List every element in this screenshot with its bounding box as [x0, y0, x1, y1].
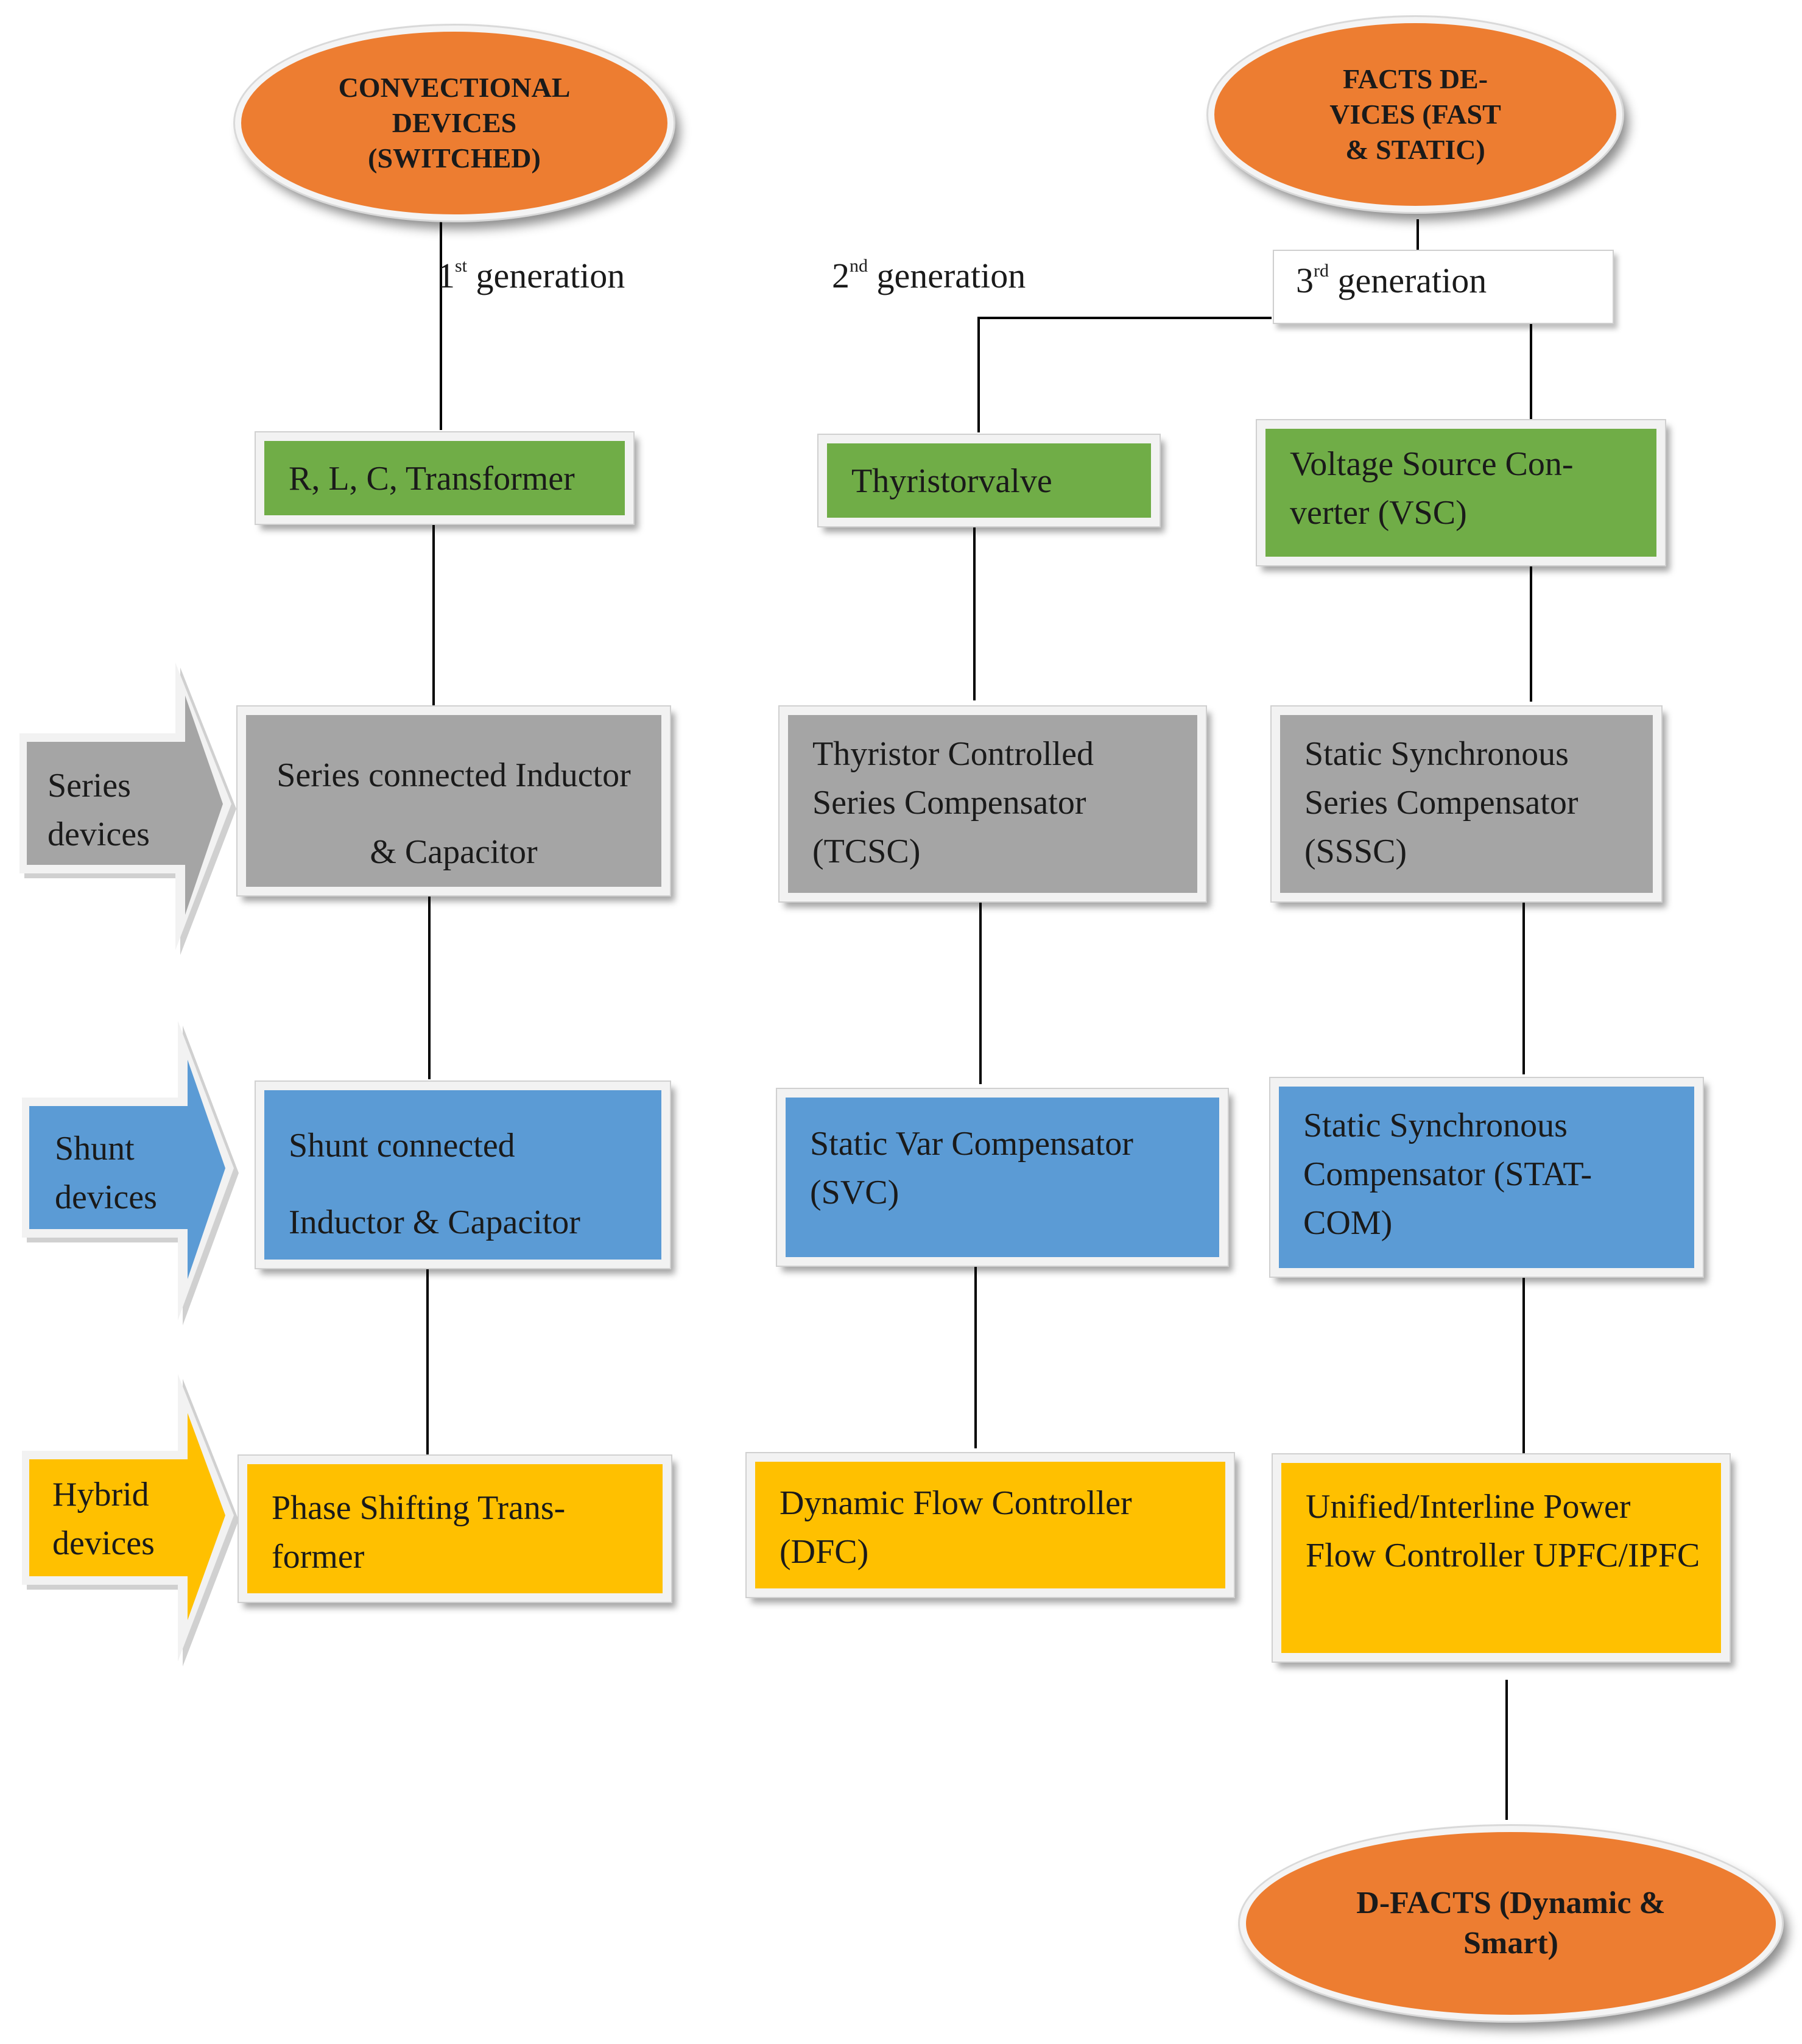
dfacts-label: D-FACTS (Dynamic & Smart)	[1356, 1886, 1666, 1961]
first-generation-label: 1st generation	[437, 255, 625, 297]
svc-label: Static Var Compensator (SVC)	[810, 1125, 1133, 1211]
second-generation-label: 2nd generation	[832, 255, 1026, 297]
thyristorvalve-box: Thyristorvalve	[818, 435, 1160, 526]
statcom-label: Static Synchronous Compensator (STAT-COM…	[1303, 1107, 1593, 1242]
series-connected-label: Series connected Inductor & Capacitor	[276, 756, 631, 871]
hybrid-devices-label: Hybrid devices	[52, 1476, 155, 1562]
tcsc-label: Thyristor Controlled Series Compensator …	[812, 735, 1094, 870]
vsc-box: Voltage Source Con-verter (VSC)	[1257, 420, 1665, 565]
conventional-devices-oval: CONVECTIONAL DEVICES (SWITCHED)	[235, 26, 674, 220]
shunt-connected-label: Shunt connected Inductor & Capacitor	[289, 1127, 580, 1241]
thyristorvalve-label: Thyristorvalve	[851, 462, 1052, 500]
hybrid-devices-arrow: Hybrid devices	[18, 1370, 244, 1675]
rlc-transformer-label: R, L, C, Transformer	[289, 460, 575, 498]
series-devices-arrow: Series devices	[16, 659, 241, 964]
conventional-devices-label: CONVECTIONAL DEVICES (SWITCHED)	[338, 72, 571, 174]
second-generation-number: 2	[832, 256, 850, 295]
statcom-box: Static Synchronous Compensator (STAT-COM…	[1270, 1078, 1703, 1277]
rlc-transformer-box: R, L, C, Transformer	[256, 432, 633, 524]
third-generation-suffix: rd	[1314, 261, 1329, 281]
series-devices-label: Series devices	[48, 767, 150, 853]
shunt-devices-label: Shunt devices	[55, 1130, 157, 1216]
svc-box: Static Var Compensator (SVC)	[777, 1089, 1228, 1266]
second-generation-text: generation	[876, 256, 1026, 295]
dfacts-oval: D-FACTS (Dynamic & Smart)	[1240, 1826, 1782, 2021]
phase-shifting-transformer-label: Phase Shifting Trans-former	[272, 1489, 566, 1576]
sssc-box: Static Synchronous Series Compensator (S…	[1272, 707, 1661, 901]
series-connected-box: Series connected Inductor & Capacitor	[238, 707, 670, 895]
third-generation-text: generation	[1337, 261, 1487, 300]
upfc-ipfc-label: Unified/Interline Power Flow Controller …	[1306, 1488, 1700, 1574]
shunt-connected-box: Shunt connected Inductor & Capacitor	[256, 1082, 670, 1268]
first-generation-text: generation	[476, 256, 625, 295]
first-generation-suffix: st	[455, 256, 468, 276]
third-generation-box: 3rd generation	[1273, 250, 1614, 324]
shunt-devices-arrow: Shunt devices	[18, 1017, 244, 1334]
dfc-box: Dynamic Flow Controller (DFC)	[747, 1453, 1234, 1597]
first-generation-number: 1	[437, 256, 455, 295]
upfc-ipfc-box: Unified/Interline Power Flow Controller …	[1273, 1454, 1730, 1662]
connector-gen3-to-base2	[977, 317, 1272, 432]
facts-devices-oval: FACTS DE-VICES (FAST & STATIC)	[1208, 17, 1622, 212]
tcsc-box: Thyristor Controlled Series Compensator …	[780, 707, 1206, 901]
phase-shifting-transformer-box: Phase Shifting Trans-former	[239, 1456, 671, 1602]
third-generation-number: 3	[1296, 261, 1314, 300]
dfc-label: Dynamic Flow Controller (DFC)	[780, 1484, 1132, 1571]
vsc-label: Voltage Source Con-verter (VSC)	[1290, 445, 1574, 532]
second-generation-suffix: nd	[850, 256, 868, 276]
sssc-label: Static Synchronous Series Compensator (S…	[1304, 735, 1579, 870]
facts-devices-label: FACTS DE-VICES (FAST & STATIC)	[1329, 63, 1501, 165]
